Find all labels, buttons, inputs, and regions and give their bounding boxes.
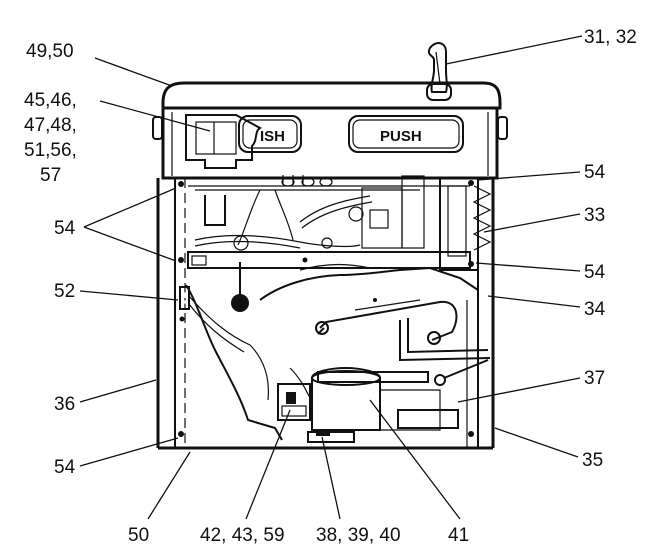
compressor: [289, 366, 459, 431]
bracket-rail: [187, 185, 471, 269]
callout-50-bottom: 50: [128, 525, 149, 546]
callout-51-56: 51,56,: [24, 140, 77, 161]
left-switch: [179, 286, 270, 401]
push-button-right-label: PUSH: [380, 128, 422, 145]
callout-41: 41: [448, 525, 469, 546]
heat-exchanger: [439, 177, 492, 271]
base-mount: [307, 430, 355, 443]
callout-37: 37: [584, 368, 605, 389]
callout-45-46: 45,46,: [24, 90, 77, 111]
callout-36: 36: [54, 394, 75, 415]
counterweight: [231, 262, 249, 312]
callout-57: 57: [40, 165, 61, 186]
callout-34: 34: [584, 299, 606, 320]
callout-42-43-59: 42, 43, 59: [200, 525, 285, 546]
callout-54-left: 54: [54, 218, 76, 239]
callout-35: 35: [582, 450, 603, 471]
relay-box: [277, 383, 311, 421]
callout-52: 52: [54, 281, 75, 302]
bubbler-spout: [426, 42, 452, 101]
callout-33: 33: [584, 205, 605, 226]
push-buttons: ISH PUSH: [238, 115, 464, 153]
callout-54-top-right: 54: [584, 162, 606, 183]
callout-54-bottom-left: 54: [54, 457, 76, 478]
callout-47-48: 47,48,: [24, 115, 77, 136]
screws: [178, 180, 474, 437]
cutaway-outline: [185, 263, 479, 441]
cabinet: [156, 178, 495, 450]
callout-38-39-40: 38, 39, 40: [316, 525, 401, 546]
callout-31-32: 31, 32: [584, 27, 637, 48]
top-cap: [152, 81, 508, 180]
push-button-left-label: ISH: [260, 128, 285, 145]
leader-lines: [79, 35, 583, 520]
evaporator-coil: [315, 299, 491, 386]
callouts: 49,50 45,46, 47,48, 51,56, 57 31, 32 54 …: [24, 27, 637, 546]
valve-block: [185, 114, 262, 169]
tubing: [194, 175, 425, 251]
callout-49-50: 49,50: [26, 41, 74, 62]
callout-54-mid-right: 54: [584, 262, 606, 283]
